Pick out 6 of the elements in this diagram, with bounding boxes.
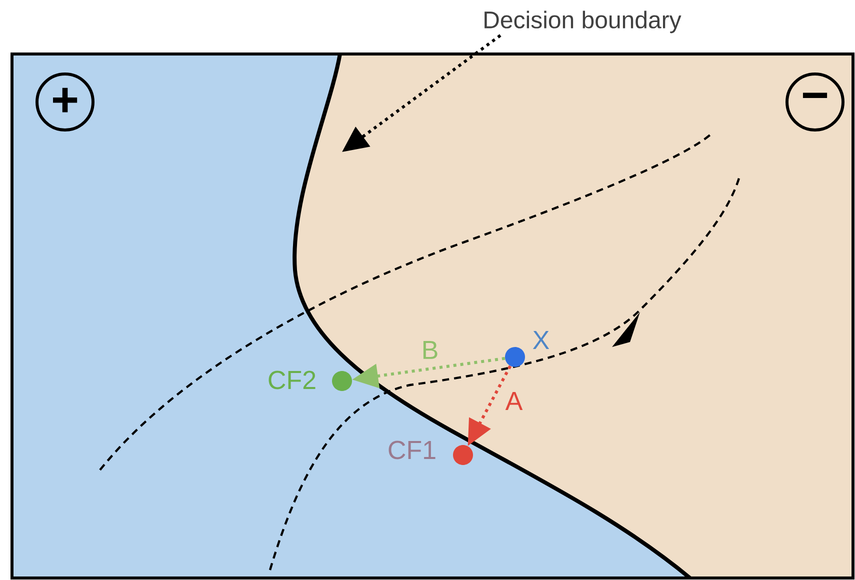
annotation-text: Decision boundary — [484, 10, 682, 34]
edge-label: A — [504, 391, 524, 411]
edge-label: B — [420, 340, 440, 360]
point-label: CF1 — [388, 440, 436, 460]
point-label: X — [532, 331, 550, 349]
point-label: CF2 — [268, 370, 316, 390]
